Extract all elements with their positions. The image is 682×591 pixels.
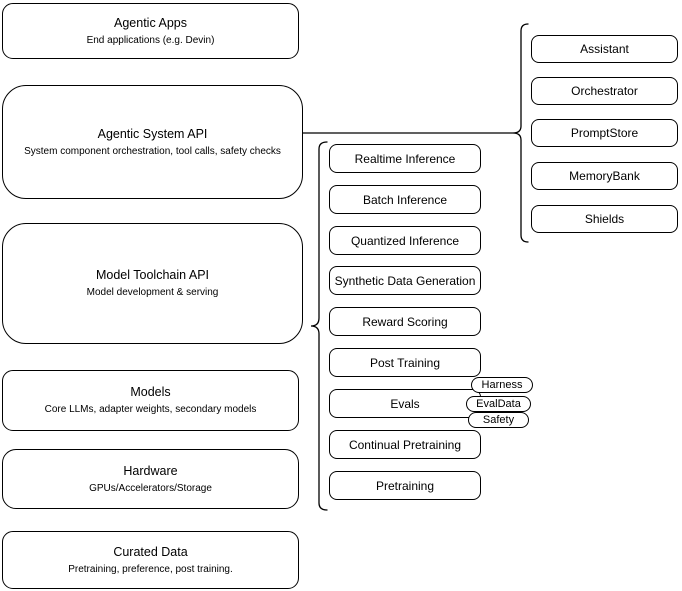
node-agentic-system-api-subtitle: System component orchestration, tool cal… [24,145,281,157]
node-model-toolchain-api-title: Model Toolchain API [95,268,210,282]
node-hardware-title: Hardware [123,463,178,478]
node-curated-data-subtitle: Pretraining, preference, post training. [68,563,233,575]
evals-tag-harness: Harness [471,377,533,393]
node-model-toolchain-api-subtitle: Model development & serving [86,287,219,298]
node-hardware-subtitle: GPUs/Accelerators/Storage [89,482,212,494]
component-promptstore: PromptStore [531,119,678,147]
component-assistant: Assistant [531,35,678,63]
evals-tag-evaldata: EvalData [466,396,531,412]
node-models-subtitle: Core LLMs, adapter weights, secondary mo… [44,404,257,415]
node-model-toolchain-api: Model Toolchain API Model development & … [2,223,303,344]
node-agentic-apps: Agentic Apps End applications (e.g. Devi… [2,3,299,59]
toolchain-item-quantized-inference: Quantized Inference [329,226,481,255]
toolchain-item-evals: Evals [329,389,481,418]
node-curated-data: Curated Data Pretraining, preference, po… [2,531,299,589]
node-hardware: Hardware GPUs/Accelerators/Storage [2,449,299,509]
node-curated-data-title: Curated Data [113,544,188,559]
node-models: Models Core LLMs, adapter weights, secon… [2,370,299,431]
evals-tag-safety: Safety [468,412,529,428]
node-agentic-apps-title: Agentic Apps [114,15,187,30]
toolchain-brace [310,141,328,511]
node-models-title: Models [130,385,171,399]
component-shields: Shields [531,205,678,233]
node-agentic-system-api: Agentic System API System component orch… [2,85,303,199]
toolchain-item-pretraining: Pretraining [329,471,481,500]
toolchain-item-realtime-inference: Realtime Inference [329,144,481,173]
node-agentic-system-api-title: Agentic System API [97,126,208,141]
toolchain-item-continual-pretraining: Continual Pretraining [329,430,481,459]
component-orchestrator: Orchestrator [531,77,678,105]
toolchain-item-reward-scoring: Reward Scoring [329,307,481,336]
component-memorybank: MemoryBank [531,162,678,190]
toolchain-item-batch-inference: Batch Inference [329,185,481,214]
toolchain-item-post-training: Post Training [329,348,481,377]
system-components-brace [512,23,529,243]
toolchain-item-synthetic-data-generation: Synthetic Data Generation [329,266,481,295]
node-agentic-apps-subtitle: End applications (e.g. Devin) [86,34,215,46]
